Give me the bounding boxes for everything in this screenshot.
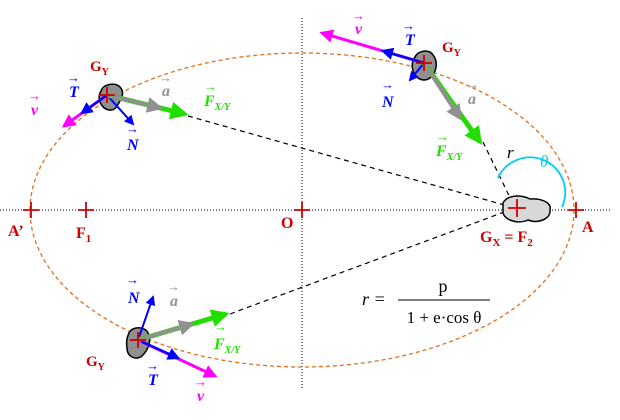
marker-gy-bottom bbox=[130, 332, 146, 348]
radius-line-bottom bbox=[229, 207, 516, 315]
label-f-left: FX/Y bbox=[203, 93, 231, 113]
label-t-bottom: T bbox=[148, 372, 159, 389]
label-r: r bbox=[507, 143, 514, 162]
label-v-left: v bbox=[31, 102, 39, 119]
label-a-bottom: a bbox=[170, 293, 178, 310]
arrow-v-top: → bbox=[352, 8, 365, 23]
label-n-top: N bbox=[381, 94, 395, 111]
formula-numerator: p bbox=[439, 276, 448, 296]
label-gy-bottom: GY bbox=[86, 354, 106, 373]
a-arrow-left bbox=[106, 93, 164, 113]
arrow-n-bottom: → bbox=[126, 272, 139, 287]
marker-a-prime bbox=[23, 202, 39, 218]
theta-arc bbox=[497, 156, 567, 208]
label-gy-top: GY bbox=[442, 40, 462, 59]
radius-line-left bbox=[187, 115, 516, 209]
gx-body bbox=[502, 195, 551, 223]
formula-denominator: 1 + e·cos θ bbox=[407, 308, 482, 327]
formula-lhs: r = bbox=[362, 289, 386, 309]
marker-gy-left bbox=[99, 87, 115, 103]
label-a: A bbox=[582, 219, 594, 236]
a-arrow-top bbox=[422, 61, 462, 121]
arrow-a-top: → bbox=[466, 77, 479, 92]
label-f1: F1 bbox=[76, 225, 91, 245]
n-arrow-left bbox=[106, 94, 135, 126]
arrow-a-bottom: → bbox=[167, 279, 180, 294]
label-theta: θ bbox=[540, 152, 548, 171]
label-v-top: v bbox=[355, 21, 363, 38]
label-f-top: FX/Y bbox=[435, 143, 463, 163]
label-a-top: a bbox=[468, 91, 476, 108]
n-arrow-top bbox=[408, 62, 425, 82]
arrow-a-left: → bbox=[159, 70, 172, 85]
t-arrow-top bbox=[380, 47, 425, 65]
arrow-t-top: → bbox=[402, 18, 415, 33]
label-a-left: a bbox=[162, 83, 170, 100]
marker-f1 bbox=[78, 202, 94, 218]
marker-a bbox=[568, 202, 584, 218]
arrow-f-left: → bbox=[204, 79, 217, 94]
label-o: O bbox=[281, 215, 293, 232]
label-n-left: N bbox=[126, 137, 140, 154]
arrow-f-top: → bbox=[436, 129, 449, 144]
t-arrow-bottom bbox=[137, 338, 181, 360]
arrow-n-left: → bbox=[126, 121, 139, 136]
arrow-f-bottom: → bbox=[214, 319, 227, 334]
marker-o bbox=[294, 202, 310, 218]
label-t-top: T bbox=[405, 32, 416, 49]
arrow-t-left: → bbox=[67, 70, 80, 85]
arrow-t-bottom: → bbox=[146, 358, 159, 373]
label-gx-f2: GX = F2 bbox=[480, 229, 533, 249]
arrow-v-left: → bbox=[28, 88, 41, 103]
label-n-bottom: N bbox=[127, 290, 141, 307]
label-gy-left: GY bbox=[90, 59, 110, 78]
label-f-bottom: FX/Y bbox=[213, 336, 241, 356]
label-v-bottom: v bbox=[197, 388, 205, 405]
arrow-n-top: → bbox=[381, 77, 394, 92]
n-arrow-bottom bbox=[137, 295, 156, 341]
arrow-v-bottom: → bbox=[194, 374, 207, 389]
marker-gy-top bbox=[416, 55, 432, 71]
label-t-left: T bbox=[69, 84, 80, 101]
a-arrow-bottom bbox=[137, 319, 196, 342]
marker-f2 bbox=[508, 199, 526, 217]
t-arrow-left bbox=[79, 93, 108, 115]
label-a-prime: A’ bbox=[8, 223, 24, 240]
